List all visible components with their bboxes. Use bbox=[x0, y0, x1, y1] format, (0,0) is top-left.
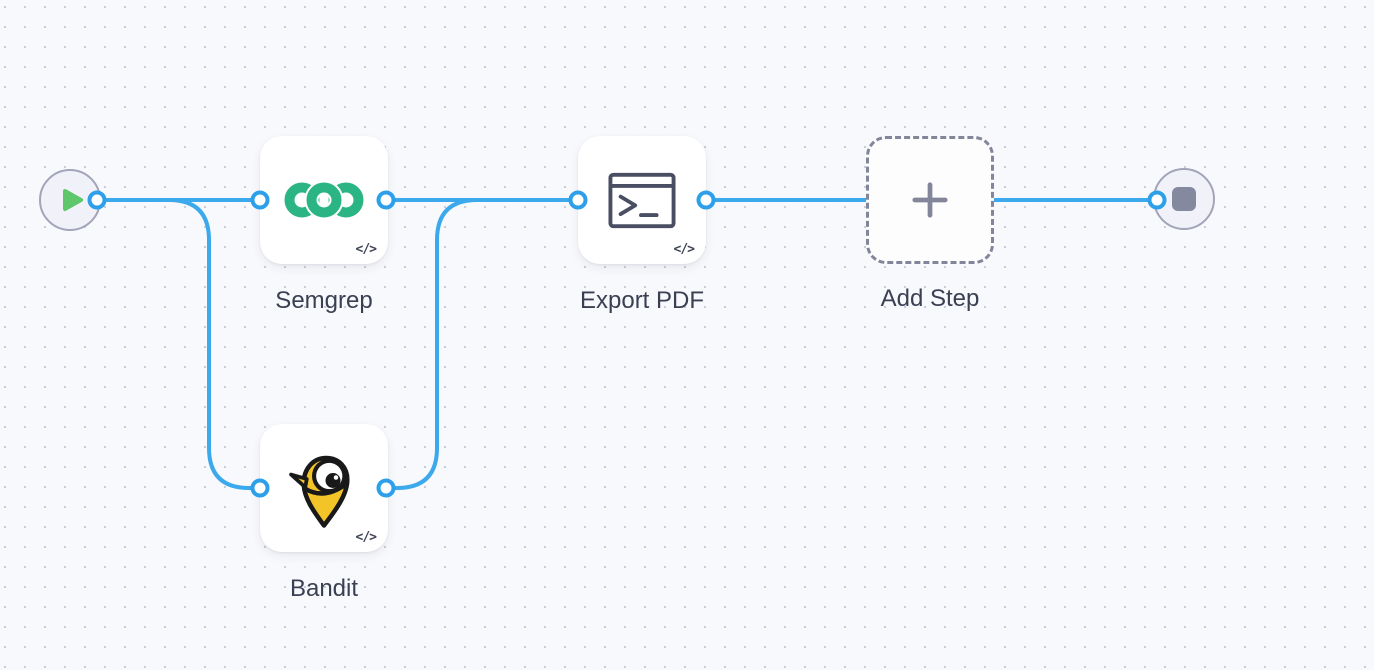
port-start-output[interactable] bbox=[87, 190, 107, 210]
semgrep-logo-icon bbox=[284, 182, 364, 218]
step-label-semgrep: Semgrep bbox=[275, 287, 373, 314]
port-export-pdf-input[interactable] bbox=[568, 190, 588, 210]
code-badge-icon: </> bbox=[673, 242, 696, 257]
port-bandit-input[interactable] bbox=[250, 478, 270, 498]
step-node-export-pdf[interactable]: </> bbox=[578, 136, 706, 264]
port-bandit-output[interactable] bbox=[376, 478, 396, 498]
bandit-logo-icon bbox=[289, 455, 350, 528]
add-step-button[interactable] bbox=[866, 136, 994, 264]
step-label-bandit: Bandit bbox=[289, 575, 359, 602]
code-badge-icon: </> bbox=[355, 242, 378, 257]
port-semgrep-output[interactable] bbox=[376, 190, 396, 210]
code-badge-icon: </> bbox=[355, 530, 378, 545]
step-label-add-step: Add Step bbox=[880, 285, 980, 312]
port-end-input[interactable] bbox=[1147, 190, 1167, 210]
step-node-semgrep[interactable]: </> bbox=[260, 136, 388, 264]
terminal-icon bbox=[608, 172, 676, 228]
edge-bandit-exportpdf[interactable] bbox=[384, 198, 580, 490]
edge-start-bandit[interactable] bbox=[95, 198, 262, 490]
port-export-pdf-output[interactable] bbox=[696, 190, 716, 210]
step-node-bandit[interactable]: </> bbox=[260, 424, 388, 552]
port-semgrep-input[interactable] bbox=[250, 190, 270, 210]
stop-icon bbox=[1172, 187, 1196, 211]
step-label-export-pdf: Export PDF bbox=[579, 287, 705, 314]
plus-icon bbox=[912, 182, 948, 218]
play-icon bbox=[62, 189, 83, 211]
